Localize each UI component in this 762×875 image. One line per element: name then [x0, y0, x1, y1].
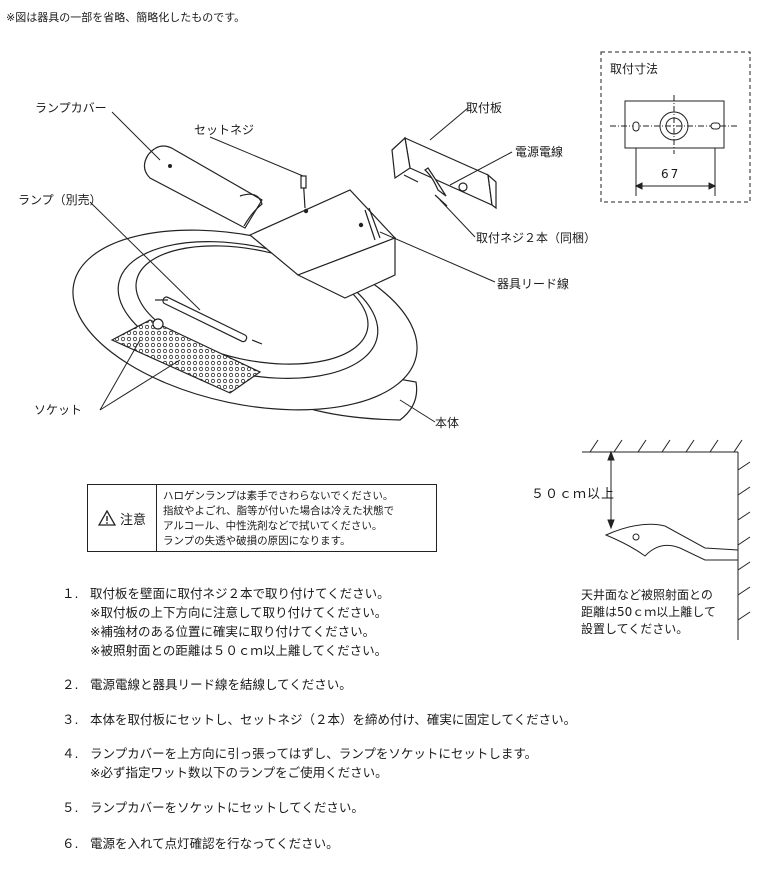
step-text: 本体を取付板にセットし、セットネジ（２本）を締め付け、確実に固定してください。	[90, 712, 577, 727]
step-note: ※補強材のある位置に確実に取り付けてください。	[90, 624, 376, 639]
step-number: ５.	[62, 800, 79, 815]
distance-note-line: 天井面など被照射面との	[581, 588, 713, 602]
fixture-body	[72, 229, 418, 421]
step-note: ※必ず指定ワット数以下のランプをご使用ください。	[90, 765, 388, 780]
label-body: 本体	[435, 416, 460, 430]
label-lamp-cover: ランプカバー	[35, 101, 107, 115]
step-text: 取付板を壁面に取付ネジ２本で取り付けてください。	[90, 586, 390, 601]
step-note: ※取付板の上下方向に注意して取り付けてください。	[90, 605, 388, 620]
caution-line: ハロゲンランプは素手でさわらないでください。	[163, 490, 394, 502]
label-mount-plate: 取付板	[466, 101, 503, 115]
caution-text: ハロゲンランプは素手でさわらないでください。 指紋やよごれ、脂等が付いた場合は冷…	[157, 485, 436, 551]
leader-lines	[89, 107, 513, 423]
distance-note-line: 設置してください。	[581, 622, 689, 636]
step-number: ３.	[62, 712, 79, 727]
warning-icon	[97, 510, 116, 526]
step-number: ２.	[62, 677, 79, 692]
step-6: ６. 電源を入れて点灯確認を行なってください。	[62, 834, 339, 853]
step-text: 電源電線と器具リード線を結線してください。	[90, 677, 352, 692]
step-2: ２. 電源電線と器具リード線を結線してください。	[62, 675, 352, 694]
mount-plate-shape	[391, 136, 497, 210]
step-text: 電源を入れて点灯確認を行なってください。	[90, 836, 339, 851]
step-text: ランプカバーをソケットにセットしてください。	[90, 800, 364, 815]
distance-note: 天井面など被照射面との 距離は50ｃｍ以上離して 設置してください。	[581, 587, 716, 638]
step-number: １.	[62, 586, 79, 601]
mount-dimension-title: 取付寸法	[610, 62, 659, 76]
caution-line: ランプの失透や破損の原因になります。	[163, 535, 351, 547]
body-box	[248, 175, 397, 299]
caution-header: 注意	[88, 485, 157, 551]
distance-note-line: 距離は50ｃｍ以上離して	[581, 605, 716, 619]
label-power-wire: 電源電線	[515, 145, 564, 159]
label-mount-screws: 取付ネジ２本（同梱）	[476, 231, 597, 245]
caution-line: アルコール、中性洗剤などで拭いてください。	[163, 520, 383, 532]
step-text: ランプカバーを上方向に引っ張ってはずし、ランプをソケットにセットします。	[90, 746, 538, 761]
step-5: ５. ランプカバーをソケットにセットしてください。	[62, 798, 364, 817]
step-1: １. 取付板を壁面に取付ネジ２本で取り付けてください。 ※取付板の上下方向に注意し…	[62, 584, 390, 660]
label-set-screw: セットネジ	[194, 123, 255, 137]
distance-label: ５０ｃｍ以上	[531, 487, 616, 502]
lamp-cover-shape	[143, 145, 263, 229]
caution-line: 指紋やよごれ、脂等が付いた場合は冷えた状態で	[163, 505, 395, 517]
step-note: ※被照射面との距離は５０ｃｍ以上離してください。	[90, 643, 388, 658]
step-number: ４.	[62, 746, 79, 761]
caution-title: 注意	[119, 512, 146, 528]
distance-diagram	[582, 439, 751, 640]
top-note: ※図は器具の一部を省略、簡略化したものです。	[6, 11, 246, 24]
mount-dimension-box	[600, 51, 751, 203]
label-lamp: ランプ（別売）	[18, 193, 102, 207]
step-number: ６.	[62, 836, 79, 851]
label-lead-wire: 器具リード線	[497, 277, 570, 291]
caution-box: 注意 ハロゲンランプは素手でさわらないでください。 指紋やよごれ、脂等が付いた場…	[87, 484, 437, 552]
mount-dimension-value: 67	[661, 167, 681, 181]
label-socket: ソケット	[34, 403, 83, 417]
step-4: ４. ランプカバーを上方向に引っ張ってはずし、ランプをソケットにセットします。 ※…	[62, 744, 537, 782]
step-3: ３. 本体を取付板にセットし、セットネジ（２本）を締め付け、確実に固定してください…	[62, 710, 576, 729]
